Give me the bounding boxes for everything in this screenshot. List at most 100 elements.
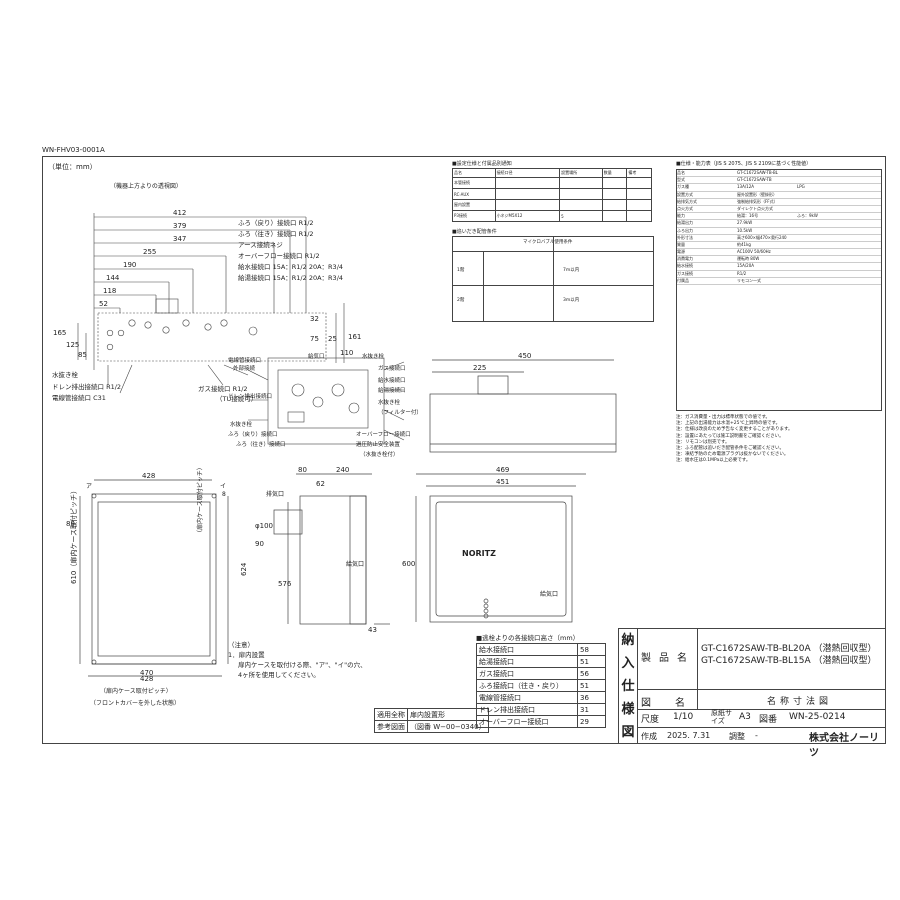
svg-text:給湯接続口 15A：R1/2 20A：R3/4: 給湯接続口 15A：R1/2 20A：R3/4 — [238, 273, 343, 282]
dim-450: 450 — [518, 352, 531, 360]
drawing-name: 名称寸法図 — [767, 697, 833, 707]
paper-size: A3 — [739, 712, 751, 722]
svg-text:外部接続: 外部接続 — [233, 364, 256, 372]
svg-text:水抜き栓: 水抜き栓 — [378, 398, 401, 406]
svg-text:給水接続口: 給水接続口 — [378, 376, 406, 384]
note-line-3: 4ヶ所を使用してください。 — [238, 671, 320, 679]
drawing-number: WN-25-0214 — [789, 712, 846, 722]
title-block: 納 入 仕 様 図 製品名 GT-C1672SAW-TB-BL20A （潜熱回収… — [618, 628, 886, 759]
front-view-drawing: 469 451 600 NORITZ 給気口 — [402, 466, 586, 623]
svg-text:ガス接続口 R1/2: ガス接続口 R1/2 — [198, 384, 248, 393]
note-line-1: 1．扉内設置 — [228, 651, 265, 659]
product-name-label: 製品名 — [641, 653, 695, 664]
scale-label: 尺度 — [641, 715, 660, 725]
note-line-2: 扉内ケースを取付ける際、"ア"、"イ"の穴、 — [238, 661, 367, 669]
svg-text:（フィルター付）: （フィルター付） — [378, 408, 420, 416]
svg-text:347: 347 — [173, 235, 186, 243]
svg-text:600: 600 — [402, 560, 415, 568]
svg-text:給気口: 給気口 — [308, 352, 325, 360]
spec-title: ■仕様・能力表（JIS S 2075、JIS S 2109に基づく性能値） — [676, 161, 812, 167]
svg-text:ふろ（戻り）接続口 R1/2: ふろ（戻り）接続口 R1/2 — [238, 218, 314, 227]
svg-text:428: 428 — [142, 472, 155, 480]
svg-text:水抜き栓: 水抜き栓 — [362, 352, 385, 360]
dim-225: 225 — [473, 364, 486, 372]
svg-text:75: 75 — [310, 335, 319, 343]
svg-text:給水接続口 15A：R1/2 20A：R3/4: 給水接続口 15A：R1/2 20A：R3/4 — [238, 262, 343, 271]
svg-text:ふろ（往き）接続口: ふろ（往き）接続口 — [236, 440, 286, 448]
svg-text:イ: イ — [220, 483, 226, 490]
top-view-drawing: 412 379 347 255 190 144 118 52 165 125 8… — [52, 209, 361, 403]
table-row: 給排気方式強制給排気形（FF式） — [677, 199, 881, 206]
svg-text:ドレン排出接続口 R1/2: ドレン排出接続口 R1/2 — [52, 382, 121, 391]
svg-text:排気口: 排気口 — [266, 490, 284, 498]
applicable-parts-table: 適用全称扉内設置形 参考図面（図番 W−00−0340） — [374, 708, 489, 733]
date-value: 2025. 7.31 — [667, 731, 711, 740]
drawing-number-label: 図番 — [759, 715, 778, 725]
svg-text:ドレン排出接続口: ドレン排出接続口 — [228, 392, 272, 400]
spec-notes: 注：ガス消費量・出力は標準状態での値です。 注：上記の出湯能力は水温+25℃上昇… — [676, 415, 793, 464]
dim-428-bottom: 428 — [140, 675, 154, 683]
svg-text:43: 43 — [368, 626, 377, 634]
svg-text:（扉内ケース取付ピッチ）: （扉内ケース取付ピッチ） — [196, 466, 204, 536]
table-row: 消費電力運転時 80W — [677, 256, 881, 264]
svg-text:144: 144 — [106, 274, 120, 282]
date-label: 作成 — [641, 732, 657, 741]
table-row: 能力給湯：16号ふろ：9kW — [677, 213, 881, 221]
svg-text:オーバーフロー接続口: オーバーフロー接続口 — [356, 430, 411, 438]
svg-text:ふろ（往き）接続口 R1/2: ふろ（往き）接続口 R1/2 — [238, 229, 314, 238]
svg-text:379: 379 — [173, 222, 186, 230]
svg-text:125: 125 — [66, 341, 79, 349]
svg-text:412: 412 — [173, 209, 186, 217]
paper-size-label: 原紙サイズ — [711, 709, 732, 725]
svg-text:ふろ（戻り）接続口: ふろ（戻り）接続口 — [228, 430, 278, 438]
svg-text:アース接続ネジ: アース接続ネジ — [238, 240, 283, 249]
connection-view-drawing: 電線管接続口 外部接続 ドレン排出接続口 水抜き栓 ふろ（戻り）接続口 ふろ（往… — [228, 352, 420, 458]
note-block: （注意） 1．扉内設置 扉内ケースを取付ける際、"ア"、"イ"の穴、 4ヶ所を使… — [228, 639, 367, 679]
remote-table-title: ■追いだき配管条件 — [452, 229, 497, 235]
table-row: ふろ接続口（往き・戻り）51 — [476, 679, 606, 692]
svg-text:オーバーフロー接続口 R1/2: オーバーフロー接続口 R1/2 — [238, 251, 320, 260]
drawing-name-label: 図名 — [641, 698, 709, 709]
svg-text:576: 576 — [278, 580, 292, 588]
table-row: 質量約41kg — [677, 242, 881, 250]
table-row: 点火方式ダイレクト点火方式 — [677, 206, 881, 214]
svg-text:240: 240 — [336, 466, 349, 474]
front-cover-caption: （フロントカバーを外した状態） — [90, 700, 181, 707]
check-label: 調整 — [729, 732, 745, 741]
svg-text:ガス接続口: ガス接続口 — [378, 364, 406, 372]
check-value: - — [755, 731, 758, 740]
svg-text:（水抜き栓付）: （水抜き栓付） — [360, 450, 399, 458]
svg-text:給気口: 給気口 — [540, 590, 558, 598]
svg-text:電線管接続口 C31: 電線管接続口 C31 — [52, 393, 106, 402]
svg-text:190: 190 — [123, 261, 136, 269]
svg-text:給気口: 給気口 — [346, 560, 364, 568]
svg-text:255: 255 — [143, 248, 156, 256]
spec-table: ■仕様・能力表（JIS S 2075、JIS S 2109に基づく性能値） 品名… — [676, 160, 882, 508]
svg-text:90: 90 — [255, 540, 264, 548]
front-case-drawing: 428 89 610（扉内ケース取付ピッチ） 624 （扉内ケース取付ピッチ） … — [66, 466, 248, 677]
side-view-drawing: 80 240 62 φ100 90 576 43 排気口 給気口 — [255, 466, 390, 634]
brand-logo: NORITZ — [462, 549, 496, 558]
dim-470: 470 — [140, 669, 154, 677]
svg-text:φ100: φ100 — [255, 522, 273, 530]
document-number: WN-FHV03-0001A — [42, 146, 105, 154]
drawing-sheet — [42, 156, 886, 744]
top-plan-drawing: 450 225 — [429, 352, 617, 453]
title-side-column: 納 入 仕 様 図 — [619, 629, 638, 743]
svg-text:過圧防止安全装置: 過圧防止安全装置 — [356, 440, 401, 448]
scale-value: 1/10 — [673, 712, 694, 722]
